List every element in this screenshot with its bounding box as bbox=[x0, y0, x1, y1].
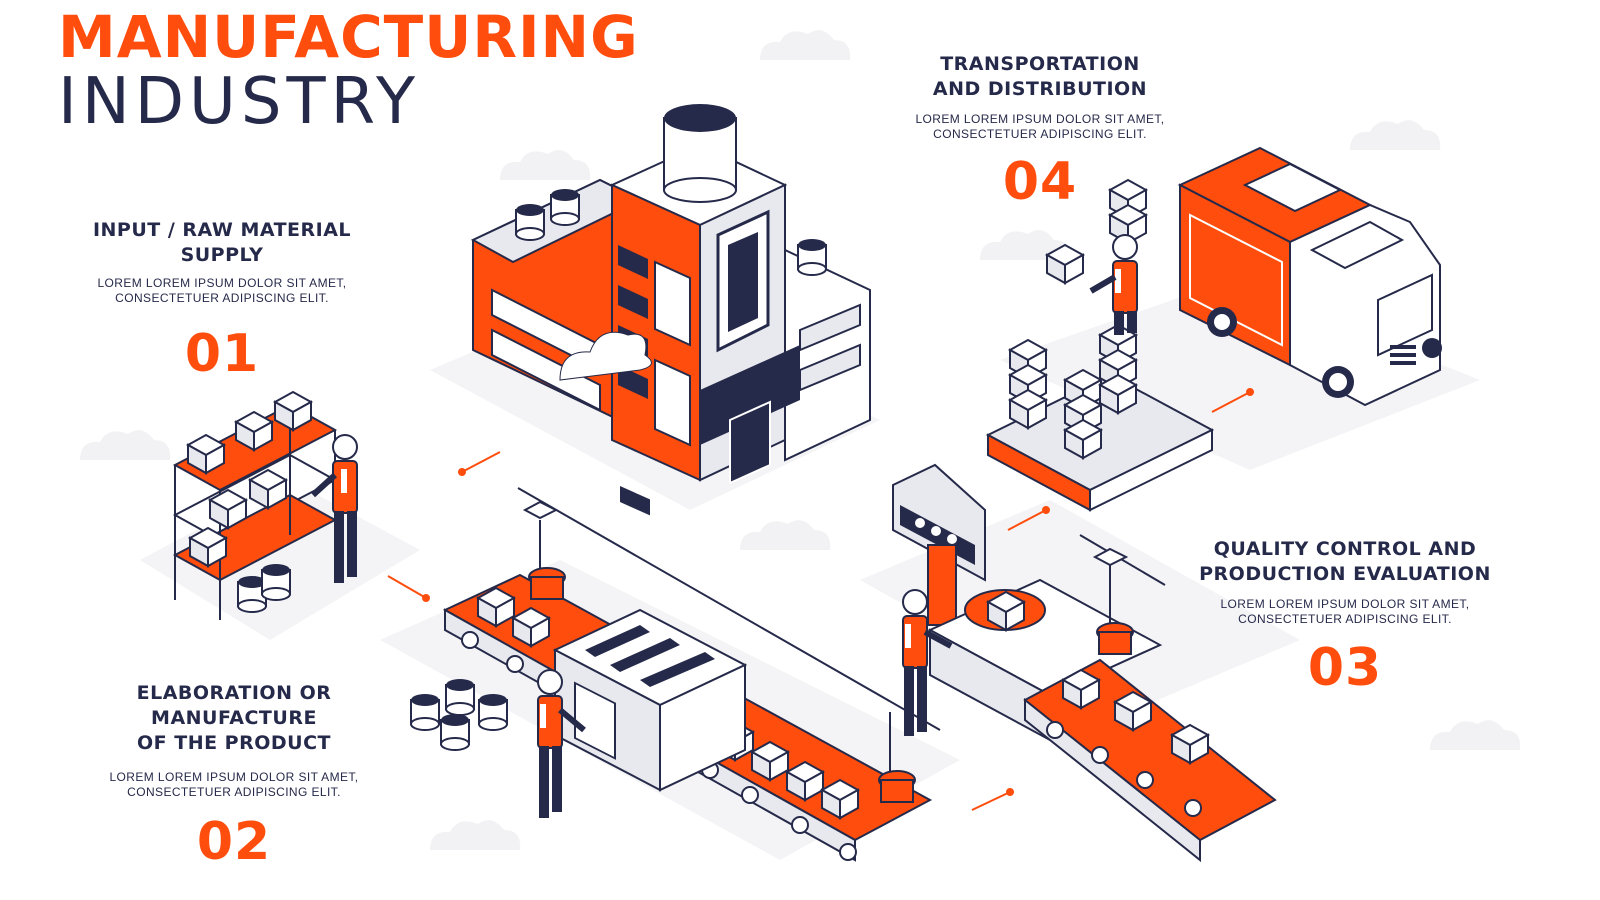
worker-icon bbox=[537, 669, 586, 818]
page-title: MANUFACTURING bbox=[58, 3, 639, 71]
page-subtitle: INDUSTRY bbox=[58, 65, 421, 139]
step-title-line: MANUFACTURE bbox=[151, 707, 317, 729]
step-text-line: LOREM LOREM IPSUM DOLOR SIT AMET, bbox=[1220, 597, 1470, 611]
factory-icon bbox=[470, 104, 871, 516]
step-title-line: ELABORATION OR bbox=[136, 682, 332, 704]
step-title-line: TRANSPORTATION bbox=[940, 53, 1140, 75]
step-number: 03 bbox=[1307, 638, 1383, 698]
step-title: ELABORATION OR MANUFACTURE OF THE PRODUC… bbox=[84, 681, 384, 756]
step-title: TRANSPORTATION AND DISTRIBUTION bbox=[890, 52, 1190, 102]
step-title-line: QUALITY CONTROL AND bbox=[1213, 538, 1477, 560]
step-text-line: CONSECTETUER ADIPISCING ELIT. bbox=[115, 291, 329, 305]
step-description: LOREM LOREM IPSUM DOLOR SIT AMET, CONSEC… bbox=[72, 276, 372, 306]
box-stack-icon bbox=[985, 179, 1215, 512]
step-title-line: AND DISTRIBUTION bbox=[932, 78, 1148, 100]
step-title-line: OF THE PRODUCT bbox=[136, 732, 331, 754]
worker-icon bbox=[1089, 234, 1138, 335]
step-number: 01 bbox=[184, 324, 260, 384]
step-title: INPUT / RAW MATERIAL SUPPLY bbox=[72, 218, 372, 268]
step-text-line: LOREM LOREM IPSUM DOLOR SIT AMET, bbox=[97, 276, 347, 290]
step-text-line: LOREM LOREM IPSUM DOLOR SIT AMET, bbox=[915, 112, 1165, 126]
step-title-line: PRODUCTION EVALUATION bbox=[1199, 563, 1491, 585]
step-text-line: CONSECTETUER ADIPISCING ELIT. bbox=[127, 785, 341, 799]
step-description: LOREM LOREM IPSUM DOLOR SIT AMET, CONSEC… bbox=[890, 112, 1190, 142]
step-title-line: SUPPLY bbox=[180, 244, 264, 266]
delivery-truck-icon bbox=[1177, 146, 1442, 407]
step-text-line: CONSECTETUER ADIPISCING ELIT. bbox=[1238, 612, 1452, 626]
worker-icon bbox=[310, 434, 358, 583]
quality-control-station bbox=[927, 547, 1277, 863]
step-text-line: LOREM LOREM IPSUM DOLOR SIT AMET, bbox=[109, 770, 359, 784]
step-text-line: CONSECTETUER ADIPISCING ELIT. bbox=[933, 127, 1147, 141]
connector-lines bbox=[387, 388, 1254, 811]
storage-shelf-icon bbox=[172, 391, 338, 620]
step-title-line: INPUT / RAW MATERIAL bbox=[92, 219, 352, 241]
step-description: LOREM LOREM IPSUM DOLOR SIT AMET, CONSEC… bbox=[84, 770, 384, 800]
worker-icon bbox=[902, 589, 953, 736]
step-description: LOREM LOREM IPSUM DOLOR SIT AMET, CONSEC… bbox=[1195, 597, 1495, 627]
step-number: 04 bbox=[1002, 152, 1078, 212]
step-number: 02 bbox=[196, 812, 272, 872]
step-title: QUALITY CONTROL AND PRODUCTION EVALUATIO… bbox=[1180, 537, 1510, 587]
